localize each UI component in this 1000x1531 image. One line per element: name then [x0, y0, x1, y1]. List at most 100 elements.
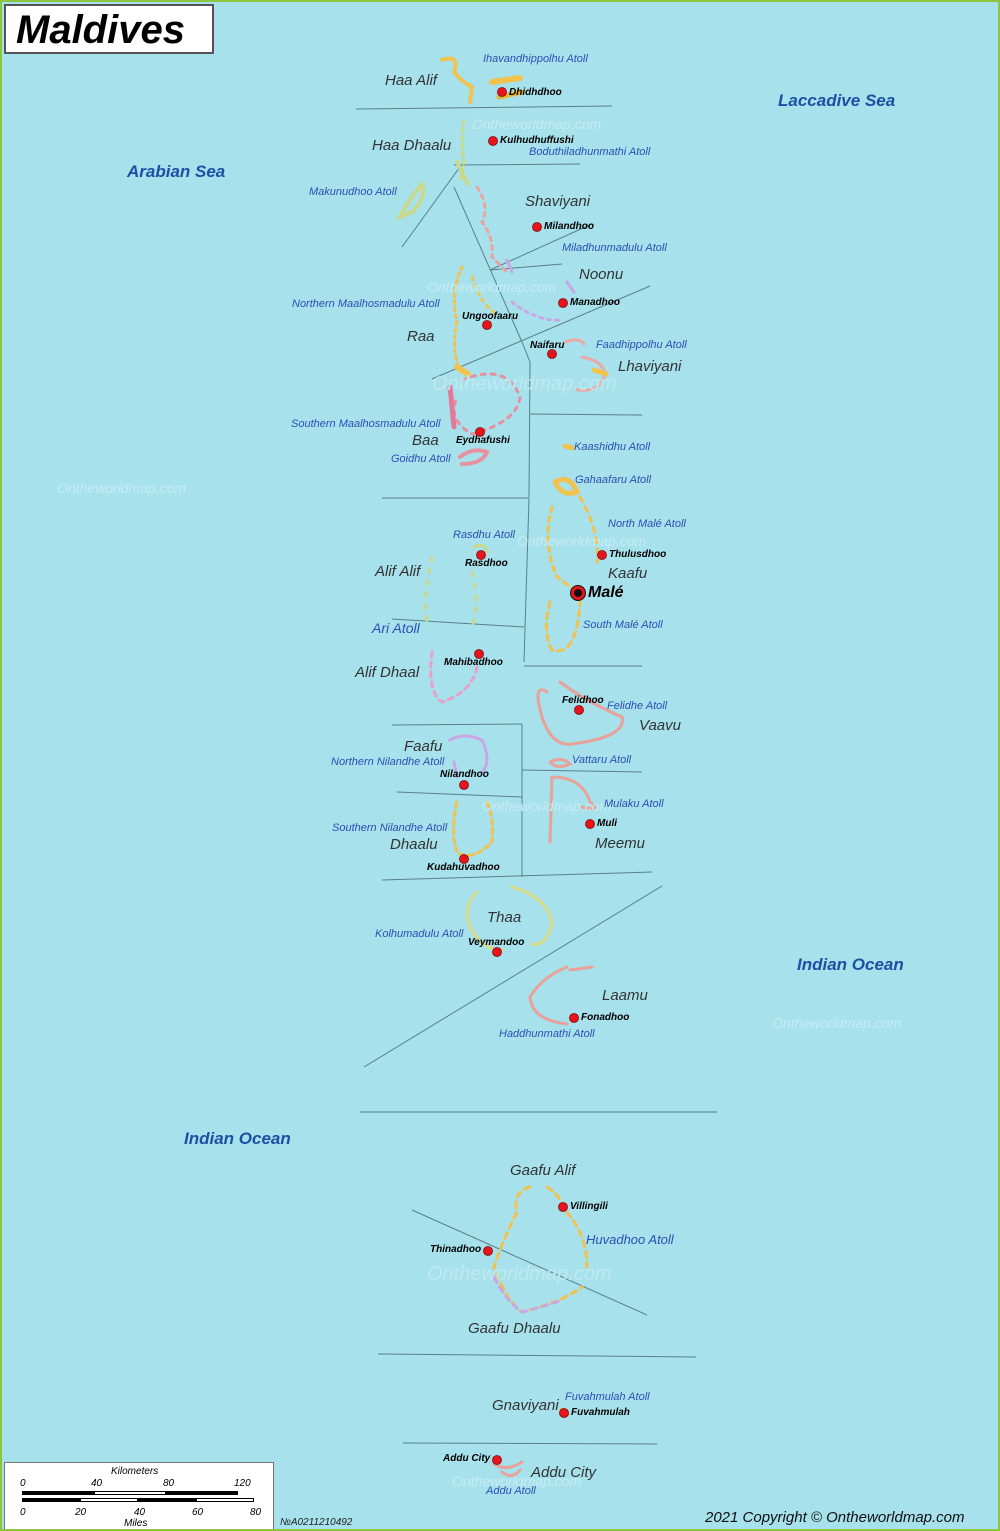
- marker-addu-city: [492, 1455, 502, 1465]
- atoll-label: Bodu­thiladhunmathi Atoll: [529, 146, 651, 158]
- sea-label: Indian Ocean: [797, 955, 904, 974]
- atoll-label: Huvadhoo Atoll: [586, 1232, 674, 1247]
- sea-label: Indian Ocean: [184, 1129, 291, 1148]
- atoll-label: Kaashidhu Atoll: [574, 441, 651, 453]
- watermark: Ontheworldmap.com: [432, 373, 617, 395]
- city-label: Addu City: [443, 1453, 491, 1464]
- region-label: Faafu: [404, 738, 443, 755]
- atoll-label: Vattaru Atoll: [572, 754, 632, 766]
- region-label: Meemu: [595, 835, 646, 852]
- scale-segment: [22, 1498, 80, 1502]
- scale-km-label: Kilometers: [111, 1466, 159, 1477]
- map-title: Maldives: [16, 8, 185, 52]
- marker-veymandoo: [492, 947, 502, 957]
- atoll-label: Rasdhu Atoll: [453, 529, 515, 541]
- atoll-label: Goidhu Atoll: [391, 453, 451, 465]
- city-label: Kulhudhuffushi: [500, 135, 574, 146]
- atoll-label: Makunudhoo Atoll: [309, 186, 397, 198]
- region-label: Alif Dhaal: [355, 664, 420, 681]
- city-label: Dhidhdhoo: [509, 87, 562, 98]
- marker-felidhoo: [574, 705, 584, 715]
- region-label: Ari Atoll: [372, 620, 420, 636]
- region-label: Vaavu: [639, 717, 681, 734]
- city-label: Felidhoo: [562, 695, 604, 706]
- region-label: Gnaviyani: [492, 1397, 559, 1414]
- region-label: Haa Alif: [385, 72, 437, 89]
- atoll-label: Northern Nilandhe Atoll: [331, 756, 445, 768]
- region-label: Kaafu: [608, 565, 648, 582]
- marker-dhidhdhoo: [497, 87, 507, 97]
- region-label: Shaviyani: [525, 193, 591, 210]
- city-label: Kudahuvadhoo: [427, 862, 500, 873]
- atoll-label: Kolhumadulu Atoll: [375, 928, 464, 940]
- sea-label: Arabian Sea: [127, 162, 226, 181]
- marker-mahibadhoo: [474, 649, 484, 659]
- scale-km-tick: 0: [20, 1478, 26, 1489]
- watermark: Ontheworldmap.com: [427, 279, 557, 295]
- atoll-label: Southern Nilandhe Atoll: [332, 822, 448, 834]
- atoll-label: Mulaku Atoll: [604, 798, 664, 810]
- capital-label: Malé: [588, 584, 624, 601]
- atoll-label: South Malé Atoll: [583, 619, 663, 631]
- map-id: №A0211210492: [280, 1517, 353, 1528]
- atoll-label: Gahaafaru Atoll: [575, 474, 652, 486]
- marker-fuvahmulah: [559, 1408, 569, 1418]
- atoll-label: Addu Atoll: [486, 1485, 536, 1497]
- capital-marker: [570, 585, 586, 601]
- scale-km-tick: 120: [234, 1478, 251, 1489]
- scale-bar: Kilometers 0 40 80 120 0 20 40 60 80 Mil…: [4, 1462, 274, 1529]
- watermark: Ontheworldmap.com: [517, 533, 647, 549]
- scale-km-tick: 80: [163, 1478, 175, 1489]
- scale-mi-tick: 20: [75, 1507, 87, 1518]
- marker-naifaru: [547, 349, 557, 359]
- scale-segment: [94, 1491, 166, 1495]
- scale-mi-label: Miles: [124, 1518, 148, 1529]
- watermark: Ontheworldmap.com: [427, 1263, 612, 1285]
- atoll-label: Fuvahmulah Atoll: [565, 1391, 650, 1403]
- scale-km-tick: 40: [91, 1478, 103, 1489]
- city-label: Fuvahmulah: [571, 1407, 630, 1418]
- region-label: Alif Alif: [375, 563, 421, 580]
- marker-manadhoo: [558, 298, 568, 308]
- marker-thinadhoo: [483, 1246, 493, 1256]
- region-label: Baa: [412, 432, 439, 449]
- marker-kudahuvadhoo: [459, 854, 469, 864]
- atoll-label: Northern Maalhosmadulu Atoll: [292, 298, 440, 310]
- atoll-label: Southern Maalhosmadulu Atoll: [291, 418, 441, 430]
- marker-kulhudhuffushi: [488, 136, 498, 146]
- marker-ungoofaaru: [482, 320, 492, 330]
- region-label: Gaafu Alif: [510, 1162, 576, 1179]
- region-label: Dhaalu: [390, 836, 438, 853]
- scale-mi-tick: 40: [134, 1507, 146, 1518]
- scale-segment: [196, 1498, 254, 1502]
- marker-rasdhoo: [476, 550, 486, 560]
- scale-segment: [80, 1498, 138, 1502]
- atoll-label: Haddhunmathi Atoll: [499, 1028, 595, 1040]
- atoll-label: North Malé Atoll: [608, 518, 686, 530]
- city-label: Nilandhoo: [440, 769, 489, 780]
- sea-label: Laccadive Sea: [778, 91, 896, 110]
- region-label: Laamu: [602, 987, 648, 1004]
- city-label: Muli: [597, 818, 617, 829]
- city-label: Naifaru: [530, 340, 565, 351]
- atoll-label: Felidhe Atoll: [607, 700, 668, 712]
- city-markers: [459, 87, 607, 1465]
- atoll-islands: [396, 56, 624, 1477]
- region-label: Addu City: [531, 1464, 597, 1481]
- atoll-label: Ihavandhippolhu Atoll: [483, 53, 588, 65]
- city-label: Thulusdhoo: [609, 549, 667, 560]
- marker-muli: [585, 819, 595, 829]
- map-title-box: Maldives: [4, 4, 214, 54]
- marker-milandhoo: [532, 222, 542, 232]
- region-label: Lhaviyani: [618, 358, 682, 375]
- copyright: 2021 Copyright © Ontheworldmap.com: [705, 1509, 965, 1526]
- scale-segment: [166, 1491, 238, 1495]
- scale-mi-tick: 60: [192, 1507, 204, 1518]
- city-label: Rasdhoo: [465, 558, 508, 569]
- watermark: Ontheworldmap.com: [472, 116, 602, 132]
- watermark: Ontheworldmap.com: [57, 480, 187, 496]
- city-label: Mahibadhoo: [444, 657, 503, 668]
- city-label: Fonadhoo: [581, 1012, 630, 1023]
- region-label: Raa: [407, 328, 435, 345]
